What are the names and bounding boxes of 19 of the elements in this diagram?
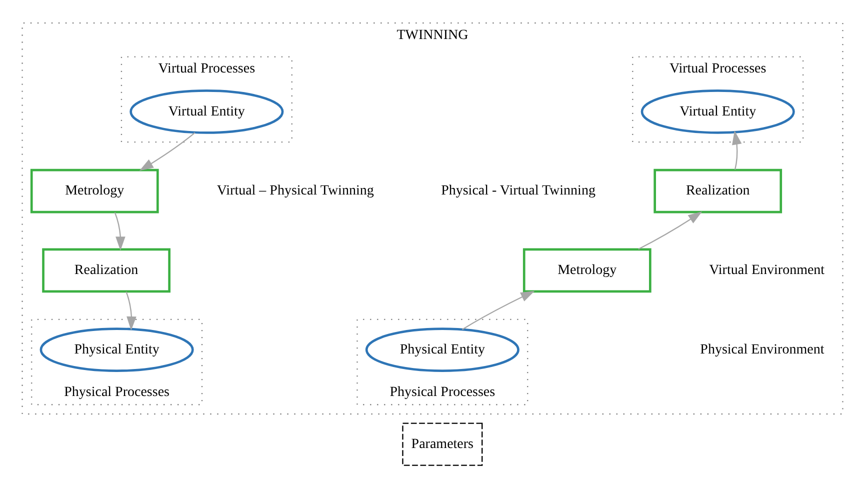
node-box: Parameters bbox=[402, 422, 483, 466]
node-box: Realization bbox=[654, 168, 782, 214]
label: Virtual Environment bbox=[709, 263, 825, 278]
label: Virtual – Physical Twinning bbox=[216, 184, 374, 199]
arrow bbox=[139, 132, 196, 171]
node-ellipse: Virtual Entity bbox=[640, 90, 795, 134]
node-box: Metrology bbox=[30, 168, 159, 214]
node-box: Metrology bbox=[522, 248, 652, 293]
node-ellipse: Virtual Entity bbox=[130, 90, 284, 134]
node-ellipse: Physical Entity bbox=[365, 328, 520, 372]
arrow bbox=[114, 212, 126, 251]
arrow bbox=[638, 212, 702, 250]
arrow bbox=[462, 290, 535, 330]
node-ellipse: Physical Entity bbox=[40, 328, 194, 372]
arrow bbox=[732, 130, 742, 170]
label: Physical Environment bbox=[700, 342, 824, 358]
node-box: Realization bbox=[42, 248, 170, 293]
arrow bbox=[126, 292, 136, 331]
label: Physical - Virtual Twinning bbox=[441, 184, 596, 199]
